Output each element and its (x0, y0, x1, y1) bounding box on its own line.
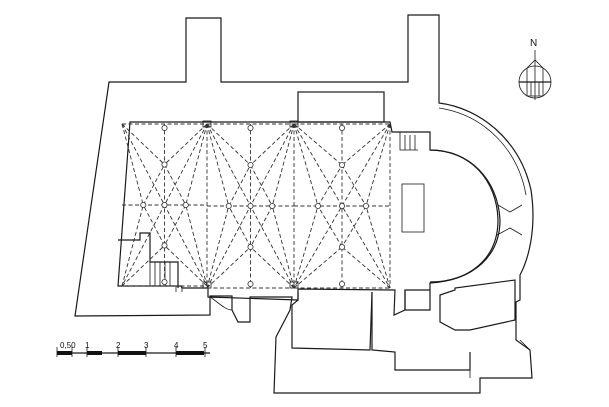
bay-2-rib-tierceron-1 (206, 123, 230, 207)
bay-3-rib-tierceron-5 (293, 123, 343, 166)
bay-1-boss-south (161, 242, 168, 249)
compass-hatch (530, 82, 540, 96)
bay-3-rib-lierne-4 (317, 205, 343, 248)
scale-label-4: 4 (174, 341, 179, 350)
scale-label-1: 1 (85, 341, 90, 350)
annex-buttress (519, 339, 531, 351)
bay-2-boss-top (247, 125, 254, 132)
bay-1-boss-center (161, 201, 168, 208)
bay-2-rib-tierceron-4 (271, 205, 295, 289)
annex-pier (404, 290, 431, 311)
sanctuary-steps (399, 132, 418, 151)
bay-2-rib-tierceron-5 (206, 123, 251, 166)
bay-1-rib-tierceron-1 (121, 123, 144, 206)
south-annex (291, 279, 531, 378)
compass-arrow (526, 59, 544, 97)
bay-3-rib-tierceron-7 (293, 246, 343, 289)
scale-fill-3 (118, 351, 146, 355)
stair-landing (175, 286, 183, 292)
bay-3-rib-tierceron-8 (341, 246, 391, 289)
bay-2-boss-bottom (247, 280, 254, 287)
bay-2-boss-north (247, 161, 254, 168)
scale-fill-4 (176, 351, 204, 355)
bay-1-rib-tierceron-2 (185, 123, 208, 206)
bay-1-rib-lierne-2 (164, 164, 187, 206)
scale-label-3: 3 (144, 341, 149, 350)
scale-label-050: 0,50 (60, 341, 76, 350)
altar (401, 183, 425, 233)
apse-buttress-bottom (496, 227, 523, 236)
west-stair (118, 232, 183, 292)
bay-1-rib-tierceron-6 (164, 123, 208, 165)
apse-outer-curve (438, 107, 527, 196)
apse-buttress-top (497, 204, 523, 213)
annex-east-wall (371, 292, 471, 371)
bay-3-rib-lierne-3 (341, 205, 367, 248)
bay-3-boss-top (338, 125, 345, 132)
bay-3-boss-south (338, 243, 345, 250)
apse (401, 107, 527, 283)
bay-1-boss-top (161, 125, 168, 132)
bay-2-rib-tierceron-2 (271, 123, 295, 207)
bay-3-boss-east (362, 202, 369, 209)
sacristy (439, 279, 516, 331)
scale-fill-2 (87, 351, 102, 355)
bay-2-rib-lierne-2 (250, 164, 273, 207)
bay-1-boss-north (161, 161, 168, 168)
bay-1-rib-lierne-4 (142, 204, 165, 246)
bay-2-boss-center (247, 202, 254, 209)
bay-2-boss-east (269, 202, 276, 209)
north-compass: N (518, 38, 552, 100)
bay-1-rib-tierceron-3 (121, 204, 144, 287)
vault-ribs (121, 123, 391, 289)
sanctuary-stairs (399, 132, 418, 151)
scale-label-5: 5 (203, 341, 208, 350)
stair-wall (118, 232, 179, 288)
bay-2-boss-west (225, 202, 232, 209)
bay-2-boss-south (247, 243, 254, 250)
door-arc (209, 296, 233, 311)
bay-3-rib-tierceron-6 (341, 123, 391, 166)
bay-3-boss-center (338, 202, 345, 209)
bay-3-rib-tierceron-2 (365, 123, 391, 207)
bay-2-rib-lierne-3 (250, 205, 273, 248)
bay-2-rib-lierne-4 (228, 205, 251, 248)
bay-1-boss-west (140, 201, 147, 208)
bay-3-rib-tierceron-4 (365, 205, 391, 289)
bay-2-rib-tierceron-8 (250, 246, 295, 289)
annex-wall (291, 291, 373, 351)
bay-2-rib-lierne-1 (228, 164, 251, 207)
tower-wall (297, 91, 385, 123)
bay-1-rib-tierceron-8 (164, 245, 208, 287)
bay-3-boss-west (314, 202, 321, 209)
bay-3-rib-tierceron-1 (293, 123, 319, 207)
bay-1-rib-lierne-1 (142, 164, 165, 206)
bay-3-boss-north (338, 161, 345, 168)
bay-3-rib-diagonal-a (293, 123, 391, 289)
tower-block (297, 91, 385, 123)
bay-1-boss-bottom (161, 278, 168, 285)
bay-2-rib-tierceron-7 (206, 246, 251, 289)
apse-inner-curve (429, 149, 499, 283)
bay-1-rib-tierceron-5 (121, 123, 165, 165)
scale-label-2: 2 (116, 341, 121, 350)
south-door (209, 296, 250, 323)
scale-bar: 0,50 1 2 3 4 5 (56, 341, 210, 357)
bay-3-rib-lierne-1 (317, 164, 343, 207)
bay-3-boss-bottom (338, 280, 345, 287)
bay-1-rib-tierceron-7 (121, 245, 165, 287)
bay-3-rib-tierceron-3 (293, 205, 319, 289)
scale-fill-1 (57, 351, 72, 355)
stair-steps (149, 262, 171, 286)
bay-3-rib-diagonal-b (293, 123, 391, 289)
bay-1-boss-east (182, 201, 189, 208)
bay-1-rib-lierne-3 (164, 204, 187, 246)
bay-2-rib-tierceron-3 (206, 205, 230, 289)
compass-label: N (530, 38, 537, 49)
bay-2-rib-tierceron-6 (250, 123, 295, 166)
bay-1-rib-tierceron-4 (185, 204, 208, 287)
bay-3-rib-lierne-2 (341, 164, 367, 207)
